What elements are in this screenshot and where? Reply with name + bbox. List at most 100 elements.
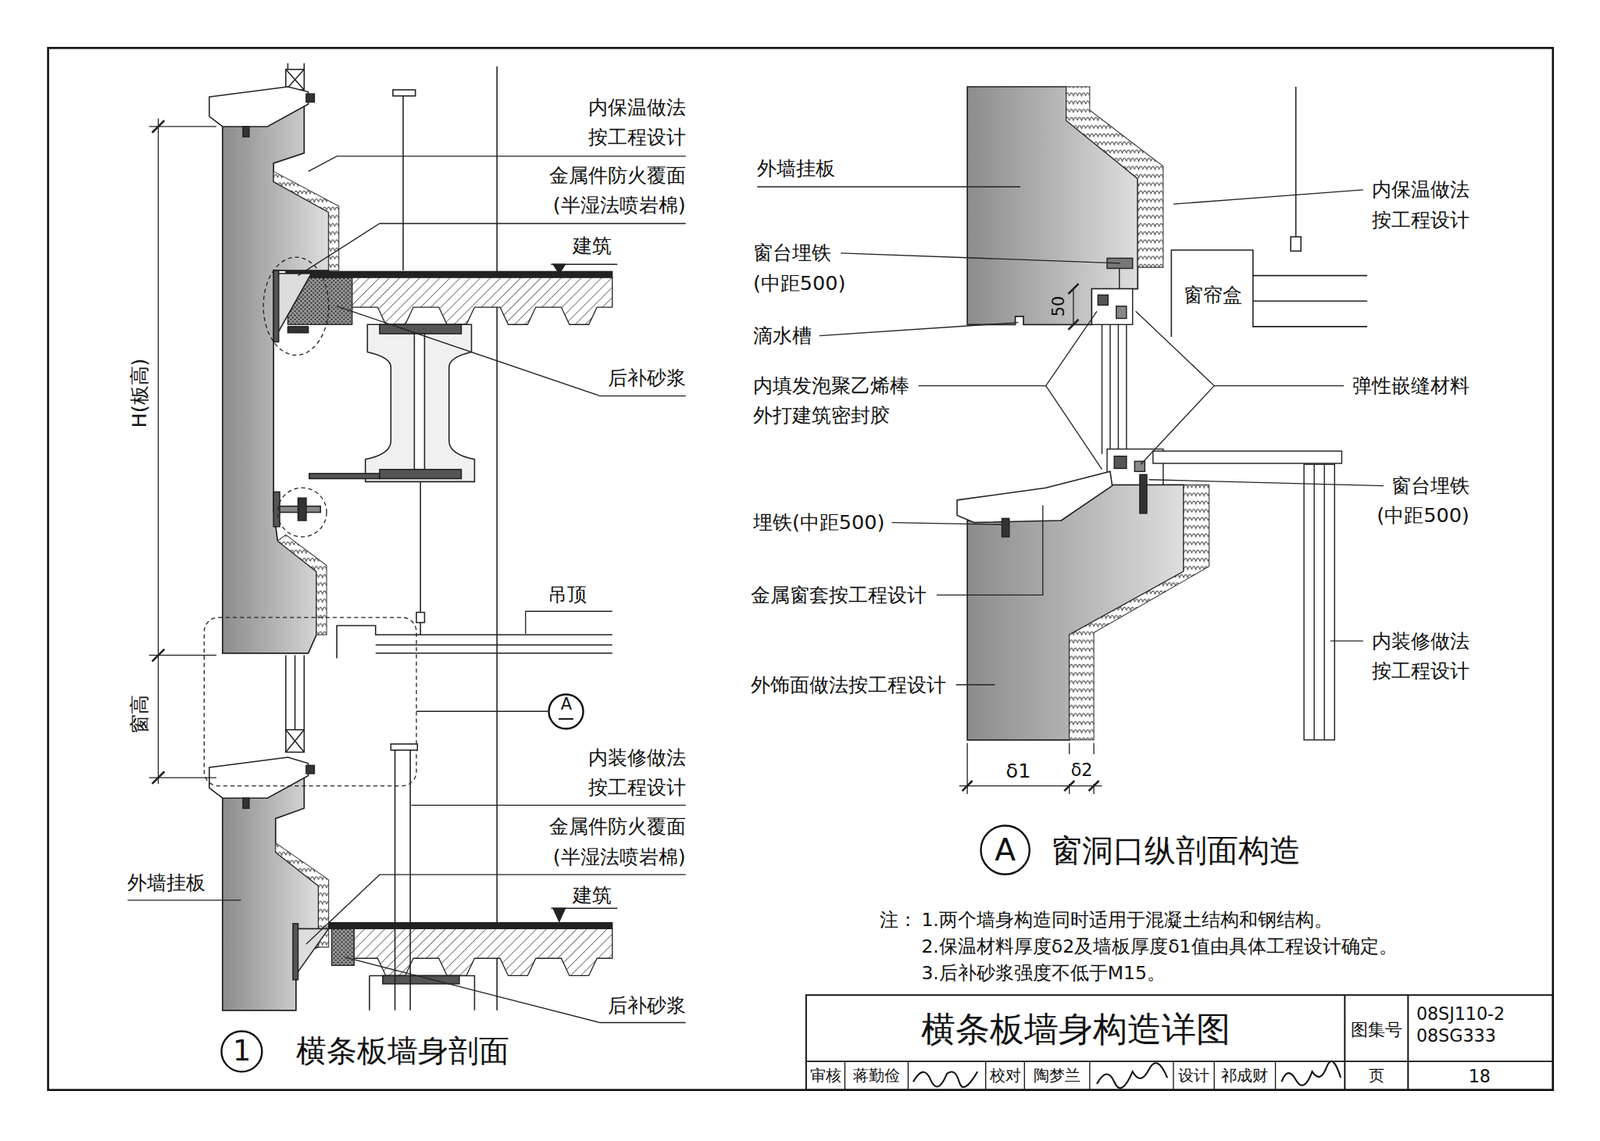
window-frame: [1091, 289, 1133, 325]
note-text: 2.保温材料厚度δ2及墙板厚度δ1值由具体工程设计确定。: [921, 932, 1397, 961]
window-frame: [1101, 324, 1103, 454]
dimension-label: 50: [1049, 296, 1069, 318]
ceiling: [336, 625, 613, 659]
steel-beam: [379, 469, 461, 479]
leader-line: [525, 610, 613, 634]
elevation-label: 建筑: [572, 230, 612, 261]
section-leader: [416, 710, 548, 712]
curtain-box: [1290, 236, 1301, 251]
window-sill: [209, 86, 309, 127]
callout-label: 窗帘盒: [1183, 279, 1243, 310]
steel-beam: [309, 324, 475, 1011]
dimension-line: [1092, 742, 1094, 754]
leader-line: [917, 310, 1097, 386]
curtain-box: [1171, 250, 1368, 337]
window-frame: [1097, 294, 1108, 305]
title-block-cell: 页: [1368, 1066, 1385, 1086]
callout-label: 外饰面做法按工程设计: [750, 669, 947, 700]
leader-line: [1173, 189, 1364, 204]
signature: [1281, 1060, 1341, 1086]
steel-bracket: [275, 273, 312, 337]
leader-line: [553, 264, 566, 274]
window-sill: [242, 797, 250, 808]
metal-sill: [957, 471, 1112, 522]
detail-circle: [203, 617, 417, 786]
signature: [913, 1060, 1341, 1088]
ceiling: [416, 612, 425, 623]
window-frame: [1109, 324, 1111, 454]
detail-circle: [203, 257, 417, 786]
title-block-cell: 祁成财: [1221, 1066, 1268, 1086]
metal-sill: [957, 471, 1112, 537]
marker-letter: A: [547, 696, 585, 713]
window-frame: [1134, 460, 1145, 472]
dimension-line: [959, 283, 1103, 794]
callout-label: 金属件防火覆面 (半湿法喷岩棉): [549, 810, 686, 871]
note-text: 注：: [879, 906, 918, 934]
title-block: [806, 994, 1554, 1090]
title-block-cell: 蒋勤俭: [853, 1066, 900, 1086]
sheet-frame: [48, 47, 1554, 1090]
ceiling: [402, 96, 404, 271]
leader-line: [553, 907, 566, 922]
leader-line: [840, 253, 1121, 264]
section-marker: A: [547, 692, 585, 730]
window-frame: [303, 654, 306, 729]
callout-label: 金属窗套按工程设计: [750, 579, 927, 610]
steel-bracket: [296, 928, 329, 975]
title-block-cell: 图集号: [1350, 1017, 1403, 1040]
title-block-cell: 审核: [810, 1066, 842, 1086]
metal-sill: [1002, 517, 1010, 537]
leader-line: [1140, 385, 1215, 465]
title-block: [1407, 994, 1409, 1090]
signature: [1096, 1062, 1168, 1088]
dimension-label: H(板高): [126, 357, 151, 428]
window-frame: [1117, 324, 1119, 454]
window-sill: [306, 764, 315, 773]
detail-circle: [277, 487, 327, 537]
ceiling: [409, 750, 411, 1011]
title-block-cell: 陶梦兰: [1033, 1066, 1081, 1086]
ceiling: [390, 743, 418, 750]
window-frame: [294, 654, 297, 729]
window-sill: [306, 93, 315, 102]
grid-line: [496, 66, 498, 1011]
ceiling: [394, 750, 397, 1011]
insulation: [1069, 484, 1210, 740]
steel-beam: [369, 975, 475, 1010]
callout-label: 窗台埋铁 (中距500): [753, 237, 846, 297]
interior-finish: [1153, 450, 1343, 740]
steel-bracket: [292, 923, 299, 980]
callout-label: 内装修做法 按工程设计: [1371, 625, 1470, 686]
steel-bracket: [273, 270, 279, 342]
leader-line: [819, 322, 1019, 336]
insulation: [1066, 86, 1210, 740]
callout-label: 吊顶: [547, 578, 587, 609]
curtain-box: [1253, 275, 1368, 302]
callout-label: 弹性嵌缝材料: [1352, 370, 1470, 400]
leader-line: [757, 185, 1021, 187]
callout-label: 窗台埋铁 (中距500): [1376, 470, 1469, 530]
window-frame: [1118, 267, 1120, 289]
callout-label: 滴水槽: [753, 320, 812, 350]
wall-panel: [222, 775, 319, 1010]
note-text: 1.两个墙身构造同时适用于混凝土结构和钢结构。: [921, 906, 1333, 934]
dimension-line: [157, 117, 159, 783]
detail-caption: A窗洞口纵剖面构造: [979, 824, 1031, 875]
ceiling: [336, 89, 613, 1011]
floor-slab: [285, 271, 613, 975]
callout-label: 金属件防火覆面 (半湿法喷岩棉): [549, 160, 686, 220]
detail-caption: 1横条板墙身剖面: [220, 1029, 264, 1073]
leader-line: [297, 223, 686, 276]
window-sill: [209, 86, 315, 808]
wall-panel: [222, 102, 329, 654]
leader-line: [345, 957, 686, 1023]
title-block: [844, 1060, 1275, 1090]
floor-slab: [285, 271, 613, 278]
floor-slab: [328, 922, 613, 929]
dimension-line: [152, 120, 165, 784]
window-frame: [1114, 456, 1127, 469]
leader-line: [1149, 479, 1384, 486]
title-block: [806, 1060, 1554, 1062]
